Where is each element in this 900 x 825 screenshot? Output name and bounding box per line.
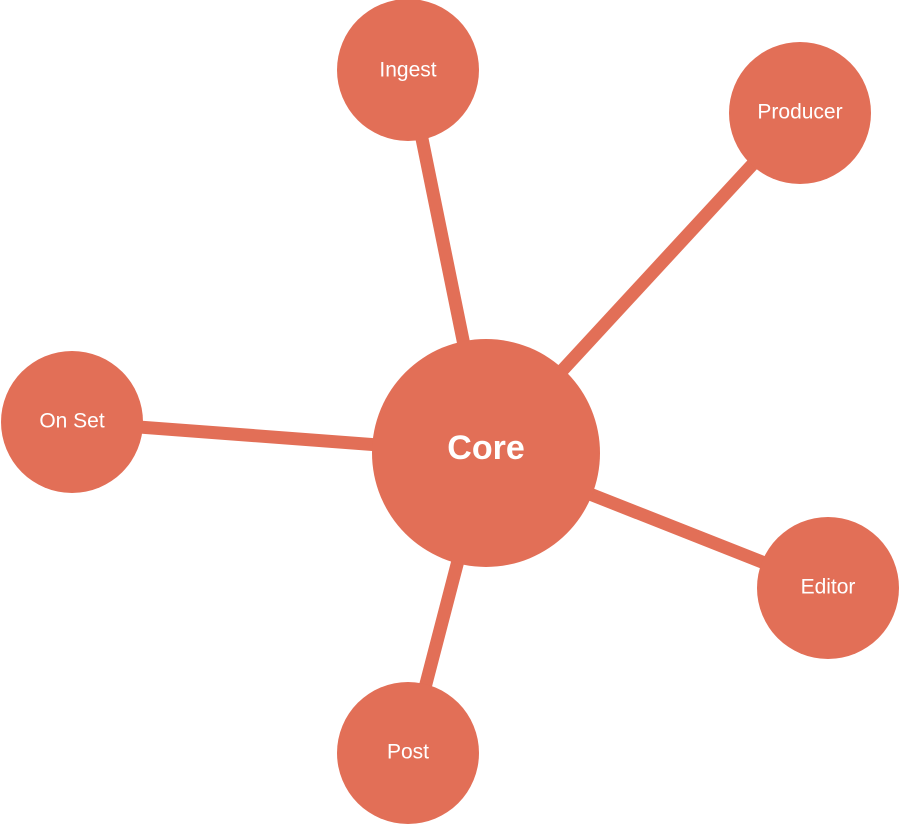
node-editor-label: Editor: [801, 576, 856, 599]
node-on-set-label: On Set: [39, 410, 105, 433]
node-editor-circle: [757, 517, 899, 659]
node-ingest-circle: [337, 0, 479, 141]
node-producer: Producer: [729, 42, 871, 184]
core-node-circle: [372, 339, 600, 567]
node-producer-label: Producer: [757, 101, 842, 124]
node-producer-circle: [729, 42, 871, 184]
node-on-set-circle: [1, 351, 143, 493]
node-ingest: Ingest: [337, 0, 479, 141]
node-post-label: Post: [387, 741, 429, 764]
node-editor: Editor: [757, 517, 899, 659]
core-node-label: Core: [447, 429, 524, 467]
node-ingest-label: Ingest: [379, 59, 436, 82]
node-on-set: On Set: [1, 351, 143, 493]
core-node: Core: [372, 339, 600, 567]
node-post: Post: [337, 682, 479, 824]
node-post-circle: [337, 682, 479, 824]
